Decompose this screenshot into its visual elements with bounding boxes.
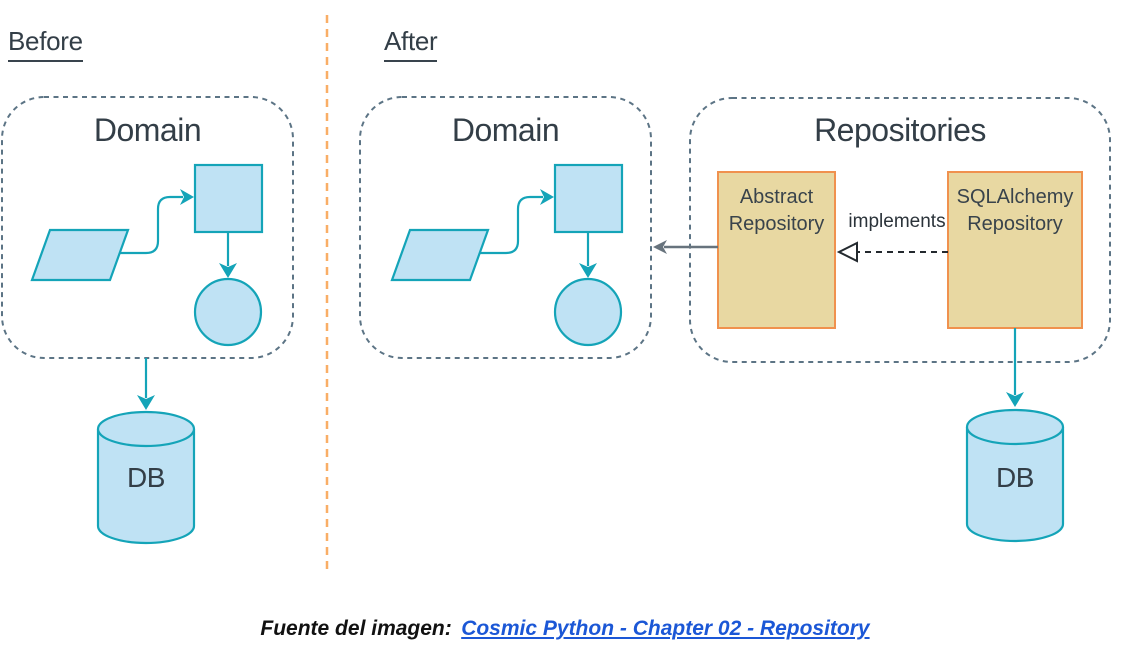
arrowhead-icon: [1006, 392, 1024, 407]
circle-shape: [553, 277, 623, 347]
before-domain-title: Domain: [93, 112, 202, 148]
sqlalchemy-to-db-arrow: [1006, 328, 1024, 407]
arrowhead-icon: [653, 240, 667, 254]
sqlalchemy-repository-label: SQLAlchemy Repository: [956, 186, 1074, 235]
parallelogram-shape: [30, 228, 130, 282]
abstract-repository-box: [717, 171, 836, 329]
arrowhead-icon: [137, 395, 155, 410]
before-db-cylinder: [96, 410, 196, 545]
before-domain-shapes: [30, 163, 264, 347]
before-db-label: DB: [127, 462, 165, 493]
after-domain-shapes: [390, 163, 624, 347]
abstract-repository-label: Abstract Repository: [728, 186, 825, 235]
arrowhead-icon: [540, 189, 554, 205]
after-db-cylinder: [965, 408, 1065, 543]
parallelogram-to-square-connector: [120, 195, 183, 255]
square-shape: [193, 163, 264, 234]
parallelogram-shape: [390, 228, 490, 282]
arrowhead-icon: [579, 263, 597, 278]
after-db-label: DB: [996, 462, 1034, 493]
abstract-to-domain-arrow: [653, 240, 718, 254]
after-domain-title: Domain: [451, 112, 560, 148]
after-section-label: After: [384, 26, 438, 62]
implements-label: implements: [848, 211, 946, 232]
open-triangle-arrowhead-icon: [836, 241, 858, 263]
arrowhead-icon: [219, 263, 237, 278]
before-domain-box: [1, 96, 294, 359]
implements-arrow: [836, 241, 948, 263]
cosmic-python-link[interactable]: Cosmic Python - Chapter 02 - Repository: [461, 617, 870, 640]
after-domain-box: [359, 96, 652, 359]
image-source-caption: Fuente del imagen: Cosmic Python - Chapte…: [0, 617, 1130, 641]
before-section-label: Before: [8, 26, 83, 62]
before-domain-to-db-arrow: [137, 358, 155, 410]
square-shape: [553, 163, 624, 234]
caption-prefix: Fuente del imagen:: [260, 617, 452, 640]
circle-shape: [193, 277, 263, 347]
arrowhead-icon: [180, 189, 194, 205]
parallelogram-to-square-connector: [480, 195, 543, 255]
repositories-title: Repositories: [814, 112, 986, 148]
